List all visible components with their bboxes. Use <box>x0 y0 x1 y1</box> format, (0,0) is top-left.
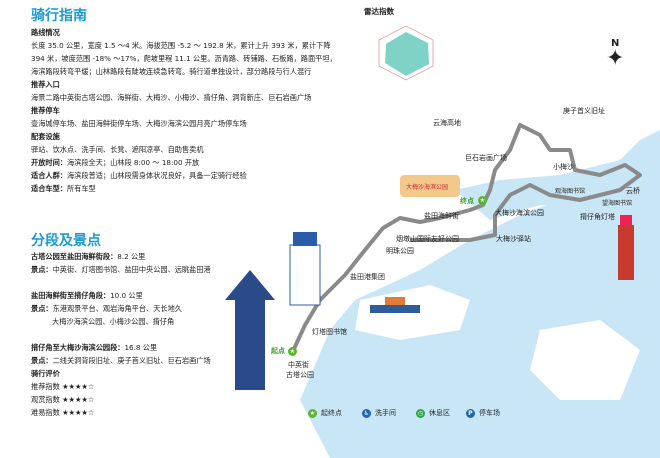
spots-label: 景点： <box>31 356 53 365</box>
route-line-1: 长度 35.0 公里，宽度 1.5 ～4 米。海拔范围 -5.2 ～ 192.8… <box>31 41 331 50</box>
lighthouse-illustration <box>289 232 321 306</box>
pagoda-illustration <box>225 270 275 390</box>
island <box>530 320 640 400</box>
place-label: 大梅沙驿站 <box>496 235 531 243</box>
park-sign-text: 大梅沙海滨公园 <box>406 184 449 191</box>
place-label: 观海图书馆 <box>555 188 586 195</box>
legend-toilet: ♿ 洗手间 <box>362 408 396 418</box>
spots-label: 景点： <box>31 304 53 313</box>
place-label: 云海高地 <box>433 119 461 127</box>
start-label: 起点 <box>271 347 285 355</box>
place-label: 云桥 <box>626 187 640 195</box>
legend-start-end: ★ 起终点 <box>308 408 342 418</box>
legend-label: 停车场 <box>479 409 500 417</box>
route-line-3: 海滨路段转弯平缓；山林路段有陡坡连续急转弯。骑行道单独设计，部分路段与行人混行 <box>31 67 312 76</box>
segments-body: 古塔公园至盐田海鲜街段：8.2 公里 景点：中英街、灯塔图书馆、盐田中央公园、远… <box>31 250 241 419</box>
rating-heading: 骑行评价 <box>31 369 60 378</box>
place-label: 巨石岩画广场 <box>465 154 507 162</box>
route-line-2: 394 米，坡度范围 -18% ～17%，爬坡里程 11.1 公里。沥青路、砖铺… <box>31 54 337 63</box>
hours-label: 开放时间： <box>31 158 67 167</box>
place-label: 庚子首义旧址 <box>563 107 605 115</box>
rating-stars: ★★★★☆ <box>62 382 95 391</box>
park-sign <box>400 175 460 197</box>
segment-name: 揹仔角至大梅沙海滨公园段： <box>31 343 125 352</box>
place-label: 盐田港集团 <box>350 273 385 281</box>
crowd-text: 海滨段普适；山林段需身体状况良好，具备一定骑行经验 <box>66 171 247 180</box>
ship-illustration <box>370 297 420 313</box>
legend-label: 洗手间 <box>375 409 396 417</box>
segments-title: 分段及景点 <box>31 233 101 249</box>
rating-row: 难易指数 ★★★★☆ <box>31 406 241 419</box>
place-label: 望海图书馆 <box>602 200 633 207</box>
place-label: 古塔公园 <box>286 371 314 379</box>
rating-row: 观赏指数 ★★★★☆ <box>31 393 241 406</box>
segment-spots: 大梅沙海滨公园、小梅沙公园、揹仔角 <box>52 317 175 326</box>
guide-title: 骑行指南 <box>31 8 87 24</box>
legend-parking: P 停车场 <box>466 408 500 418</box>
crowd-label: 适合人群： <box>31 171 67 180</box>
rating-label: 观赏指数 <box>31 395 60 404</box>
bike-text: 所有车型 <box>66 184 96 193</box>
bike-label: 适合车型： <box>31 184 67 193</box>
entry-text: 海景二路中英街古塔公园、海鲜街、大梅沙、小梅沙、揹仔角、洞背新庄、巨石岩画广场 <box>31 93 312 102</box>
guide-body: 路线情况 长度 35.0 公里，宽度 1.5 ～4 米。海拔范围 -5.2 ～ … <box>31 26 337 195</box>
place-label: 揹仔角灯塔 <box>580 213 615 221</box>
place-label: 明珠公园 <box>386 247 414 255</box>
segment-distance: 10.0 公里 <box>110 291 143 300</box>
radar-chart <box>378 25 434 81</box>
legend-rest: ◷ 休息区 <box>416 408 450 418</box>
compass-north: N <box>611 38 620 49</box>
place-label: 大梅沙海滨公园 <box>495 209 544 217</box>
segment-spots: 二线关洞背段旧址、庚子首义旧址、巨石岩画广场 <box>52 356 211 365</box>
place-label: 烟墩山国际友好公园 <box>396 235 459 243</box>
place-label: 灯塔图书馆 <box>312 328 347 336</box>
radar-fill <box>385 32 429 76</box>
segment-name: 古塔公园至盐田海鲜街段： <box>31 252 118 261</box>
place-label: 盐田海鲜街 <box>424 212 459 220</box>
segment-distance: 16.8 公里 <box>124 343 158 352</box>
guide-panel: 骑行指南 路线情况 长度 35.0 公里，宽度 1.5 ～4 米。海拔范围 -5… <box>31 8 337 419</box>
segment-spots: 东港观景平台、观岩海角平台、天长地久 <box>52 304 182 313</box>
start-star-icon: ★ <box>288 347 297 356</box>
end-label: 终点 <box>460 197 474 205</box>
facilities-text: 驿站、饮水点、洗手间、长凳、遮阳凉亭、自助售卖机 <box>31 145 204 154</box>
place-label: 小梅沙 <box>553 163 574 171</box>
place-label: 中英街 <box>288 361 309 369</box>
compass-icon: N ✦ <box>606 38 625 71</box>
red-lighthouse-illustration <box>618 215 634 280</box>
rating-row: 推荐指数 ★★★★☆ <box>31 380 241 393</box>
parking-text: 壹海城停车场、盐田海鲜街停车场、大梅沙海滨公园月亮广场停车场 <box>31 119 247 128</box>
radar-title: 雷达指数 <box>364 7 394 16</box>
legend-label: 起终点 <box>321 409 342 417</box>
star-icon: ★ <box>308 408 317 418</box>
parking-heading: 推荐停车 <box>31 106 60 115</box>
segment-name: 盐田海鲜街至揹仔角段： <box>31 291 111 300</box>
radar-frame <box>378 25 434 81</box>
rest-area-icon: ◷ <box>416 408 425 418</box>
end-star-icon: ★ <box>478 196 487 205</box>
entry-heading: 推荐入口 <box>31 80 60 89</box>
rating-label: 推荐指数 <box>31 382 60 391</box>
route-heading: 路线情况 <box>31 28 60 37</box>
segment-distance: 8.2 公里 <box>117 252 146 261</box>
segment-spots: 中英街、灯塔图书馆、盐田中央公园、远眺盐田港 <box>52 265 211 274</box>
rating-stars: ★★★★☆ <box>62 408 95 417</box>
rating-label: 难易指数 <box>31 408 60 417</box>
route-line <box>291 123 642 352</box>
facilities-heading: 配套设施 <box>31 132 60 141</box>
toilet-icon: ♿ <box>362 408 371 418</box>
parking-icon: P <box>466 408 475 418</box>
hours-text: 海滨段全天；山林段 8:00 ～ 18:00 开放 <box>66 158 200 167</box>
spots-label: 景点： <box>31 265 53 274</box>
rating-stars: ★★★★☆ <box>62 395 95 404</box>
legend-label: 休息区 <box>429 409 450 417</box>
